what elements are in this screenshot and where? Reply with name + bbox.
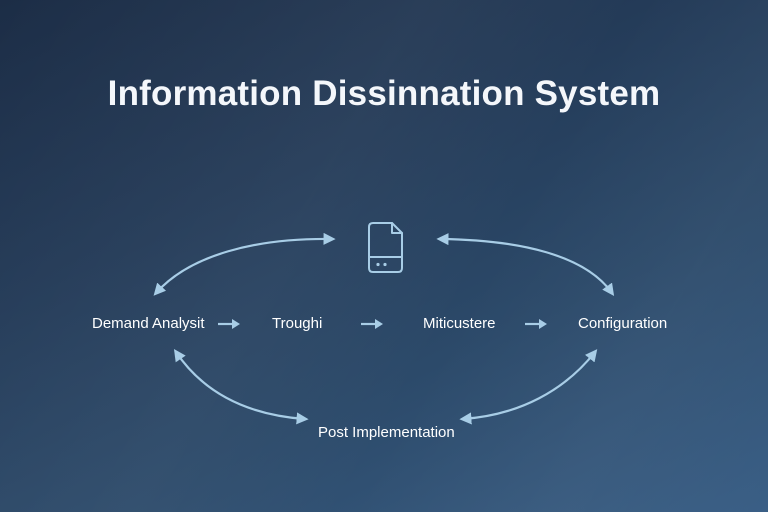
document-device-icon — [368, 222, 403, 273]
stage-post-implementation: Post Implementation — [318, 424, 455, 441]
arrow-trough-to-multi — [361, 319, 383, 329]
curve-bottom-left — [173, 348, 309, 425]
arrow-multi-to-config — [525, 319, 547, 329]
stage-troughi: Troughi — [272, 315, 323, 332]
curve-top-right — [436, 233, 615, 296]
arrow-demand-to-trough — [218, 319, 240, 329]
stage-demand-analysis: Demand Analysit — [92, 315, 205, 332]
curve-bottom-right — [459, 349, 598, 425]
stage-configuration: Configuration — [578, 315, 668, 332]
stage-miticustere: Miticustere — [423, 315, 496, 332]
curve-top-left — [153, 232, 336, 296]
page-title: Information Dissinnation System — [107, 74, 661, 113]
